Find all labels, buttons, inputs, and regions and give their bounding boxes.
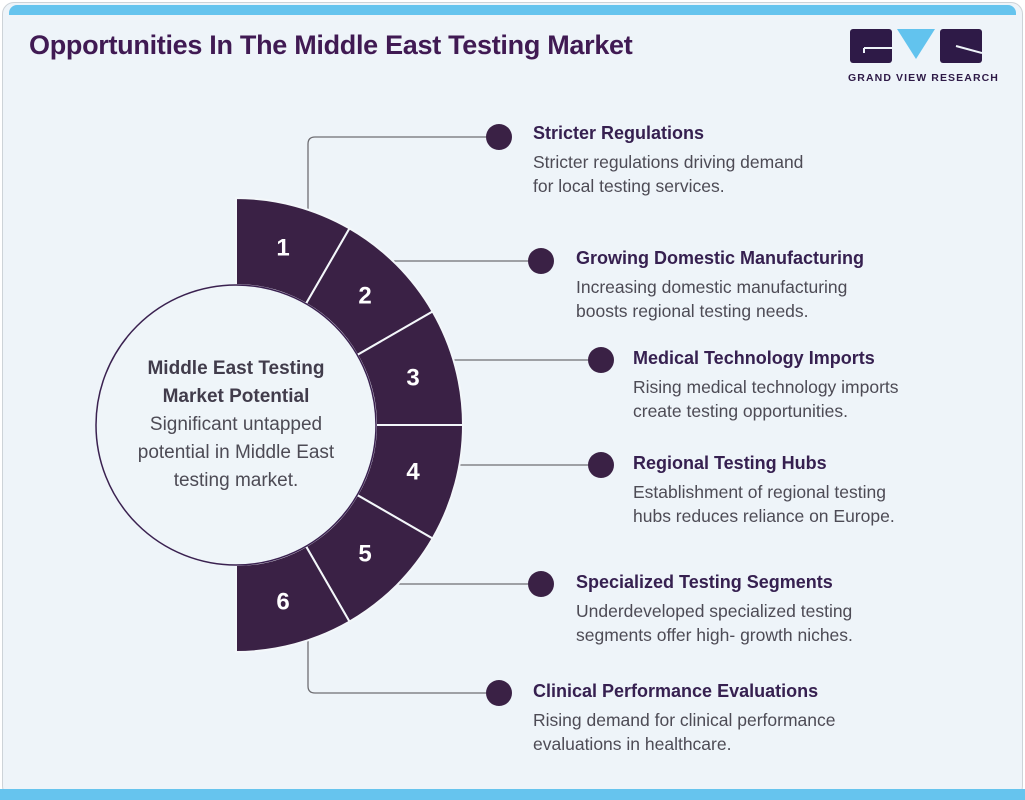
semicircle-diagram: 1 2 3 4 5 6 bbox=[95, 124, 614, 706]
segment-number-4: 4 bbox=[406, 459, 420, 486]
center-heading: Middle East Testing Market Potential bbox=[147, 358, 325, 407]
callout-dot-2 bbox=[528, 248, 554, 274]
logo-r-icon bbox=[940, 29, 982, 63]
callout-body: Stricter regulations driving demand for … bbox=[533, 152, 804, 196]
callout-title: Growing Domestic Manufacturing bbox=[576, 248, 865, 268]
callout-clinical-performance-evaluations: Clinical Performance Evaluations Rising … bbox=[533, 681, 855, 756]
callout-stricter-regulations: Stricter Regulations Stricter regulation… bbox=[533, 123, 813, 198]
callout-body: Rising demand for clinical performance e… bbox=[533, 710, 836, 754]
callout-body: Rising medical technology imports create… bbox=[633, 377, 899, 421]
callout-specialized-testing-segments: Specialized Testing Segments Underdevelo… bbox=[576, 572, 874, 647]
callout-body: Establishment of regional testing hubs r… bbox=[633, 482, 895, 526]
callout-dot-4 bbox=[588, 452, 614, 478]
top-accent-bar bbox=[9, 5, 1016, 15]
logo-caption: GRAND VIEW RESEARCH bbox=[848, 72, 999, 84]
bottom-accent-bar bbox=[0, 789, 1025, 800]
callout-title: Regional Testing Hubs bbox=[633, 453, 827, 473]
grand-view-research-logo: GRAND VIEW RESEARCH bbox=[848, 29, 999, 84]
callout-title: Specialized Testing Segments bbox=[576, 572, 833, 592]
callout-body: Increasing domestic manufacturing boosts… bbox=[576, 277, 848, 321]
callout-dot-6 bbox=[486, 680, 512, 706]
logo-g-icon bbox=[850, 29, 892, 63]
segment-number-1: 1 bbox=[276, 235, 289, 262]
segment-number-5: 5 bbox=[358, 541, 371, 568]
callout-title: Stricter Regulations bbox=[533, 123, 705, 143]
callout-medical-technology-imports: Medical Technology Imports Rising medica… bbox=[633, 348, 925, 423]
callout-dot-1 bbox=[486, 124, 512, 150]
callout-growing-domestic-manufacturing: Growing Domestic Manufacturing Increasin… bbox=[576, 248, 868, 323]
center-circle bbox=[95, 284, 377, 566]
segment-number-6: 6 bbox=[276, 589, 289, 616]
logo-v-icon bbox=[897, 29, 935, 63]
connector-line-6 bbox=[307, 632, 486, 694]
callout-body: Underdeveloped specialized testing segme… bbox=[576, 601, 853, 645]
center-body: Significant untapped potential in Middle… bbox=[137, 414, 335, 491]
segment-number-3: 3 bbox=[406, 365, 419, 392]
callout-title: Medical Technology Imports bbox=[633, 348, 875, 368]
callout-dot-5 bbox=[528, 571, 554, 597]
segment-number-2: 2 bbox=[358, 283, 371, 310]
page-title: Opportunities In The Middle East Testing… bbox=[29, 30, 633, 60]
callout-title: Clinical Performance Evaluations bbox=[533, 681, 819, 701]
connector-line-1 bbox=[307, 136, 486, 218]
callout-regional-testing-hubs: Regional Testing Hubs Establishment of r… bbox=[633, 453, 921, 528]
logo-marks bbox=[848, 29, 984, 65]
center-label: Middle East Testing Market Potential Sig… bbox=[95, 284, 377, 566]
callout-dot-3 bbox=[588, 347, 614, 373]
